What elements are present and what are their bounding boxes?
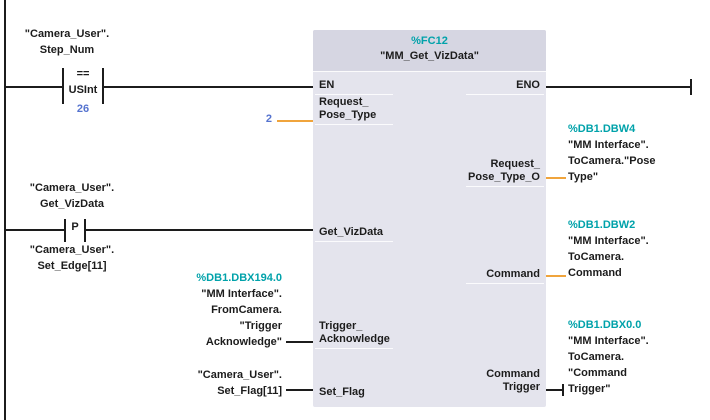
operand-line: ToCamera."Pose <box>568 155 656 167</box>
pin-set-flag[interactable]: Set_Flag <box>319 386 365 398</box>
operand-line: "Command <box>568 367 627 379</box>
wire-command-trigger-terminator <box>562 384 564 396</box>
wire-set-flag <box>286 389 313 391</box>
pin-separator <box>466 283 544 284</box>
pin-trigger-acknowledge[interactable]: Acknowledge <box>319 333 390 345</box>
operand-line: %DB1.DBX0.0 <box>568 319 642 331</box>
input-value-pose-type[interactable]: 2 <box>265 113 272 125</box>
operand-line: FromCamera. <box>211 304 282 316</box>
wire-eno <box>546 86 692 88</box>
operand-line: "MM Interface". <box>568 139 649 151</box>
operand-line: Get_VizData <box>40 198 104 210</box>
wire-rung2-to-block <box>86 229 313 231</box>
operand-line: "Camera_User". <box>197 369 282 381</box>
compare-operator[interactable]: == <box>76 68 90 80</box>
operand-line: "MM Interface". <box>568 335 649 347</box>
wire-rung2-left <box>4 229 66 231</box>
fc-block-mm-get-vizdata[interactable]: %FC12 "MM_Get_VizData" EN ENO Request_ P… <box>313 30 546 407</box>
operand-line: "Camera_User". <box>29 244 115 256</box>
pin-en[interactable]: EN <box>319 79 335 91</box>
wire-rung1-to-block <box>104 86 313 88</box>
pin-command-trigger[interactable]: Command <box>486 368 540 380</box>
operand-line: "Camera_User". <box>29 182 115 194</box>
operand-line: Acknowledge" <box>205 336 282 348</box>
edge-contact-type[interactable]: P <box>71 221 79 233</box>
edge-contact-bar-left <box>64 219 66 242</box>
pin-separator <box>315 124 393 125</box>
pin-request-pose-type-o[interactable]: Request_ <box>490 158 540 170</box>
operand-line: %DB1.DBW2 <box>568 219 636 231</box>
operand-set-flag[interactable]: "Camera_User". Set_Flag[11] <box>142 367 282 399</box>
wire-eno-terminator <box>690 79 692 95</box>
compare-contact-bar-right <box>102 68 104 104</box>
operand-line: Trigger" <box>568 383 611 395</box>
operand-line: Type" <box>568 171 599 183</box>
operand-command-out[interactable]: %DB1.DBW2 "MM Interface". ToCamera. Command <box>568 217 708 281</box>
fc-block-header: %FC12 "MM_Get_VizData" <box>313 30 546 72</box>
operand-trigger-acknowledge[interactable]: %DB1.DBX194.0 "MM Interface". FromCamera. "… <box>122 270 282 350</box>
operand-line: %DB1.DBX194.0 <box>196 272 282 284</box>
fc-block-address: %FC12 <box>411 35 448 47</box>
pin-separator <box>466 186 544 187</box>
pin-request-pose-type[interactable]: Request_ <box>319 96 369 108</box>
power-rail-left <box>4 0 6 420</box>
pin-request-pose-type-o[interactable]: Pose_Type_O <box>468 171 540 183</box>
pin-get-vizdata[interactable]: Get_VizData <box>319 226 383 238</box>
operand-line: ToCamera. <box>568 351 625 363</box>
wire-request-pose-type-o <box>546 177 566 179</box>
wire-rung1-left <box>4 86 64 88</box>
operand-line: "MM Interface". <box>568 235 649 247</box>
edge-contact-bar-right <box>84 219 86 242</box>
operand-line: Set_Flag[11] <box>217 385 282 397</box>
pin-request-pose-type[interactable]: Pose_Type <box>319 109 377 121</box>
fc-block-title: "MM_Get_VizData" <box>380 50 479 62</box>
operand-command-trigger-out[interactable]: %DB1.DBX0.0 "MM Interface". ToCamera. "Comm… <box>568 317 708 397</box>
pin-separator <box>466 94 544 95</box>
operand-line: "Camera_User". <box>24 28 110 40</box>
compare-datatype[interactable]: USInt <box>68 84 98 96</box>
wire-command-out <box>546 275 566 277</box>
operand-line: Step_Num <box>39 44 95 56</box>
operand-line: %DB1.DBW4 <box>568 123 636 135</box>
operand-line: Command <box>568 267 622 279</box>
operand-line: Set_Edge[11] <box>37 260 107 272</box>
operand-step-num[interactable]: "Camera_User". Step_Num <box>8 26 126 58</box>
pin-separator <box>315 348 393 349</box>
wire-trigger-acknowledge <box>286 341 313 343</box>
pin-separator <box>315 241 393 242</box>
pin-eno[interactable]: ENO <box>516 79 540 91</box>
operand-line: "MM Interface". <box>201 288 282 300</box>
pin-command-trigger[interactable]: Trigger <box>502 381 540 393</box>
operand-set-edge[interactable]: "Camera_User". Set_Edge[11] <box>12 242 132 274</box>
pin-command[interactable]: Command <box>486 268 540 280</box>
compare-contact-bar-left <box>62 68 64 104</box>
compare-value[interactable]: 26 <box>76 103 90 115</box>
pin-separator <box>315 94 393 95</box>
wire-command-trigger <box>546 389 564 391</box>
operand-line: "Trigger <box>239 320 282 332</box>
operand-get-vizdata[interactable]: "Camera_User". Get_VizData <box>12 180 132 212</box>
pin-trigger-acknowledge[interactable]: Trigger_ <box>319 320 363 332</box>
operand-line: ToCamera. <box>568 251 625 263</box>
wire-pose-type-input <box>277 120 313 122</box>
